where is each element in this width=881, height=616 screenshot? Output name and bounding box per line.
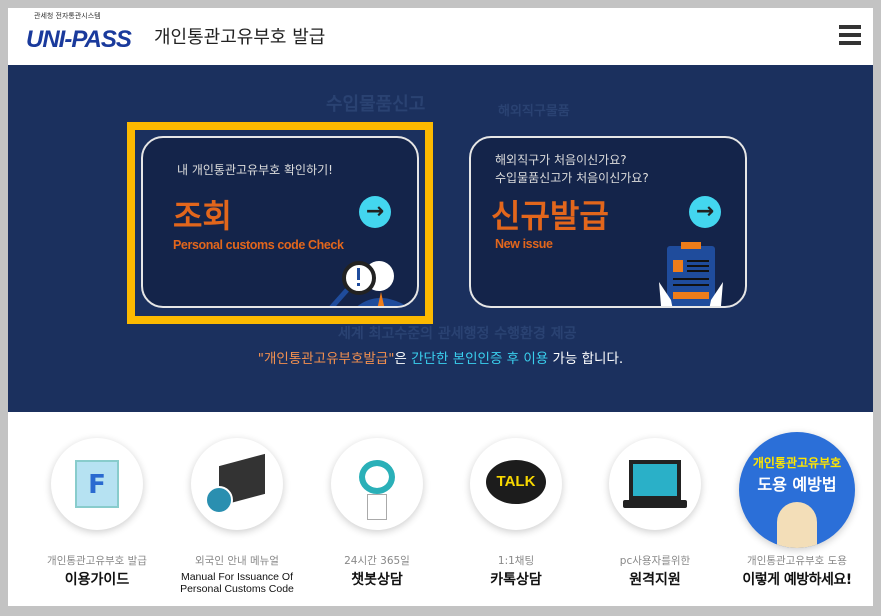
hamburger-icon[interactable] [839, 25, 861, 45]
unipass-logo[interactable]: 관세청 전자통관시스템 UNI-PASS [26, 12, 148, 60]
service-label-small: 1:1채팅 [497, 555, 535, 567]
card-english: New issue [495, 237, 553, 251]
notice-text-part: 은 [394, 351, 412, 367]
header: 관세청 전자통관시스템 UNI-PASS 개인통관고유부호 발급 [8, 8, 873, 65]
service-label-main: 이용가이드 [64, 572, 130, 588]
card-title: 신규발급 [491, 197, 609, 235]
talk-bubble-text: TALK [486, 460, 546, 504]
watermark-text: 세계 최고수준의 관세행정 수행환경 제공 [338, 326, 577, 342]
card-english: Personal customs code Check [173, 238, 344, 252]
arrow-right-icon[interactable]: → [689, 196, 721, 228]
service-label-small: 24시간 365일 [344, 555, 410, 567]
badge-text-line-1: 개인통관고유부호 [752, 456, 842, 470]
card-subtitle-1: 해외직구가 처음이신가요? [495, 153, 627, 167]
service-label-small: 개인통관고유부호 발급 [47, 555, 147, 567]
kakaotalk-icon: TALK [470, 438, 562, 530]
arrow-right-icon[interactable]: → [359, 196, 391, 228]
logo-text: UNI-PASS [26, 26, 132, 53]
watermark-text: 해외직구물품 [498, 104, 570, 119]
clipboard-document-icon [659, 242, 723, 306]
notice-highlight: 간단한 본인인증 후 이용 [411, 351, 549, 367]
service-kakaotalk[interactable]: TALK 1:1채팅 카톡상담 [448, 438, 584, 588]
service-label-main: 원격지원 [629, 572, 681, 588]
notice-text-part: 가능 합니다. [548, 351, 624, 367]
page-title: 개인통관고유부호 발급 [154, 27, 326, 48]
chatbot-rabbit-icon [331, 438, 423, 530]
notice-service-name: "개인통관고유부호발급" [257, 351, 395, 367]
manual-label-line-1: Manual For Issuance Of [180, 571, 294, 583]
service-usage-guide[interactable]: F 개인통관고유부호 발급 이용가이드 [29, 438, 165, 588]
focus-highlight-frame [127, 122, 433, 324]
service-label-small: pc사용자를위한 [619, 555, 691, 567]
check-code-card[interactable]: 내 개인통관고유부호 확인하기! 조회 Personal customs cod… [141, 136, 419, 308]
service-label-main: 카톡상담 [490, 572, 542, 588]
service-label-main: 이렇게 예방하세요! [742, 572, 852, 588]
manual-book-icon [191, 438, 283, 530]
service-remote-support[interactable]: pc사용자를위한 원격지원 [587, 438, 723, 588]
notice-text: "개인통관고유부호발급"은 간단한 본인인증 후 이용 가능 합니다. [8, 350, 873, 368]
service-label-small: 개인통관고유부호 도용 [747, 555, 847, 567]
card-subtitle: 내 개인통관고유부호 확인하기! [177, 163, 333, 177]
logo-subtitle: 관세청 전자통관시스템 [34, 12, 101, 20]
service-theft-prevention[interactable]: 개인통관고유부호 도용 예방법 개인통관고유부호 도용 이렇게 예방하세요! [727, 432, 867, 588]
new-issue-card[interactable]: 해외직구가 처음이신가요? 수입물품신고가 처음이신가요? 신규발급 New i… [469, 136, 747, 308]
faq-cube-icon: F [51, 438, 143, 530]
service-label-main: 챗봇상담 [351, 572, 403, 588]
card-subtitle-2: 수입물품신고가 처음이신가요? [495, 171, 649, 185]
page: 관세청 전자통관시스템 UNI-PASS 개인통관고유부호 발급 수입물품신고 … [8, 8, 873, 606]
card-title: 조회 [173, 197, 232, 235]
manual-label-line-2: Personal Customs Code [180, 583, 294, 595]
watermark-text: 수입물품신고 [326, 94, 426, 115]
remote-support-icon [609, 438, 701, 530]
badge-text-line-2: 도용 예방법 [757, 475, 837, 494]
hero-banner: 수입물품신고 해외직구물품 세계 최고수준의 관세행정 수행환경 제공 내 개인… [8, 65, 873, 412]
magnifier-person-icon [329, 261, 407, 306]
service-chatbot[interactable]: 24시간 365일 챗봇상담 [309, 438, 445, 588]
service-label-small: 외국인 안내 메뉴얼 [195, 555, 279, 567]
theft-prevention-icon: 개인통관고유부호 도용 예방법 [739, 432, 855, 548]
